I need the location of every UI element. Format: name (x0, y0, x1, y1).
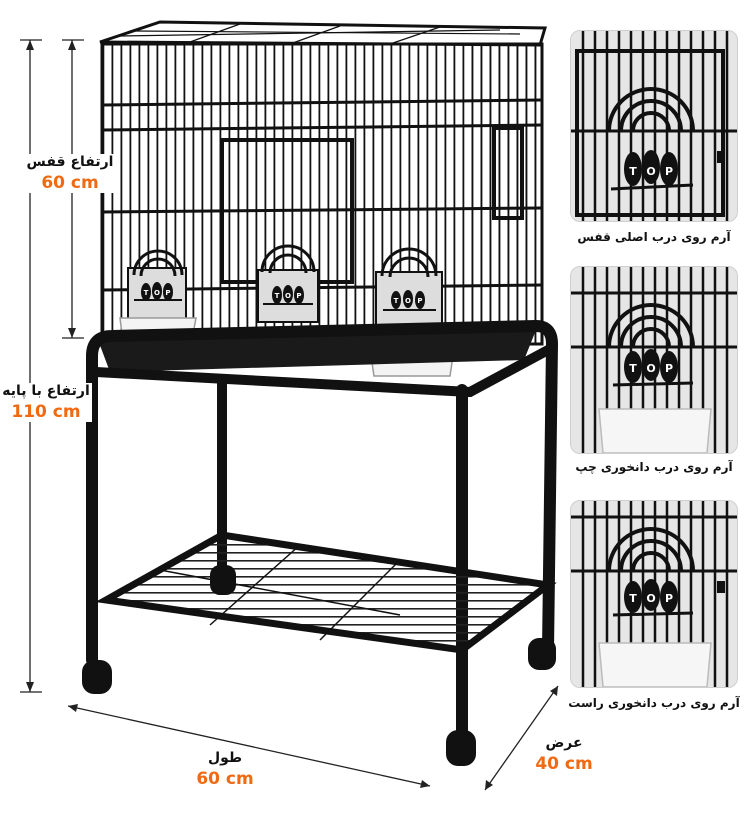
logo-letter: T (629, 362, 637, 375)
length-label: طول 60 cm (180, 750, 270, 789)
length-title: طول (207, 750, 243, 766)
logo-letter: O (646, 362, 655, 375)
length-value: 60 cm (196, 769, 254, 789)
cage-height-label: ارتفاع قفس 60 cm (20, 154, 120, 193)
logo-letter: T (629, 165, 637, 178)
detail-caption-left-feeder: آرم روی درب دانخوری چپ (575, 460, 733, 474)
width-value: 40 cm (535, 754, 593, 774)
total-height-value: 110 cm (11, 402, 81, 422)
total-height-label: ارتفاع با پایه 110 cm (0, 383, 92, 422)
logo-letter: T (629, 592, 637, 605)
total-height-title: ارتفاع با پایه (2, 383, 90, 399)
detail-caption-right-feeder: آرم روی درب دانخوری راست (568, 696, 740, 710)
logo-letter: P (665, 362, 673, 375)
logo-letter: O (405, 297, 411, 305)
logo-letter: P (296, 292, 301, 300)
width-title: عرض (545, 735, 583, 751)
width-label: عرض 40 cm (522, 735, 606, 774)
logo-letter: P (417, 297, 422, 305)
cage-height-value: 60 cm (41, 173, 99, 193)
logo-letter: P (665, 165, 673, 178)
cage-height-title: ارتفاع قفس (26, 154, 114, 170)
detail-caption-main-door: آرم روی درب اصلی قفس (577, 230, 731, 244)
logo-letter: P (665, 592, 673, 605)
logo-letter: O (646, 165, 655, 178)
logo-letter: T (394, 297, 399, 305)
logo-letter: O (285, 292, 291, 300)
logo-letter: O (154, 289, 160, 297)
logo-letter: P (165, 289, 170, 297)
logo-letter: O (646, 592, 655, 605)
logo-letter: T (275, 292, 280, 300)
logo-letter: T (144, 289, 149, 297)
